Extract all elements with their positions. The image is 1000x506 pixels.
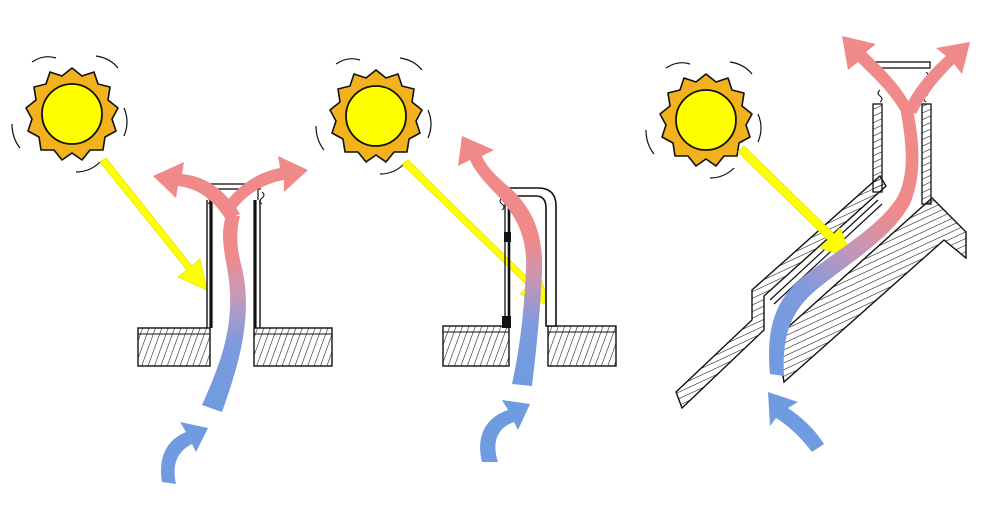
chimney-cap bbox=[875, 61, 931, 69]
floor-slab-left bbox=[442, 325, 510, 367]
sun-icon bbox=[315, 57, 432, 175]
panel-1 bbox=[11, 55, 333, 484]
panel-2 bbox=[315, 57, 617, 462]
air-flow-path bbox=[153, 156, 308, 484]
warm-air-arrow bbox=[842, 36, 910, 110]
warm-air-arrow bbox=[222, 156, 308, 220]
sunlight-arrow bbox=[737, 145, 853, 259]
cool-air-arrow bbox=[480, 400, 530, 462]
cool-air-arrow bbox=[768, 392, 824, 452]
chimney-hood bbox=[499, 187, 557, 328]
air-flow-path bbox=[768, 36, 970, 452]
sunlight-arrow bbox=[99, 157, 208, 291]
warm-air-arrow bbox=[904, 42, 970, 114]
warm-air-arrow bbox=[153, 162, 240, 220]
sun-icon bbox=[11, 55, 128, 173]
floor-slab-right bbox=[547, 325, 617, 367]
warm-air-arrow bbox=[458, 136, 510, 198]
panel-3 bbox=[645, 36, 970, 452]
air-flow-path bbox=[458, 136, 543, 462]
sun-icon bbox=[645, 61, 762, 179]
cool-air-arrow bbox=[161, 422, 208, 484]
